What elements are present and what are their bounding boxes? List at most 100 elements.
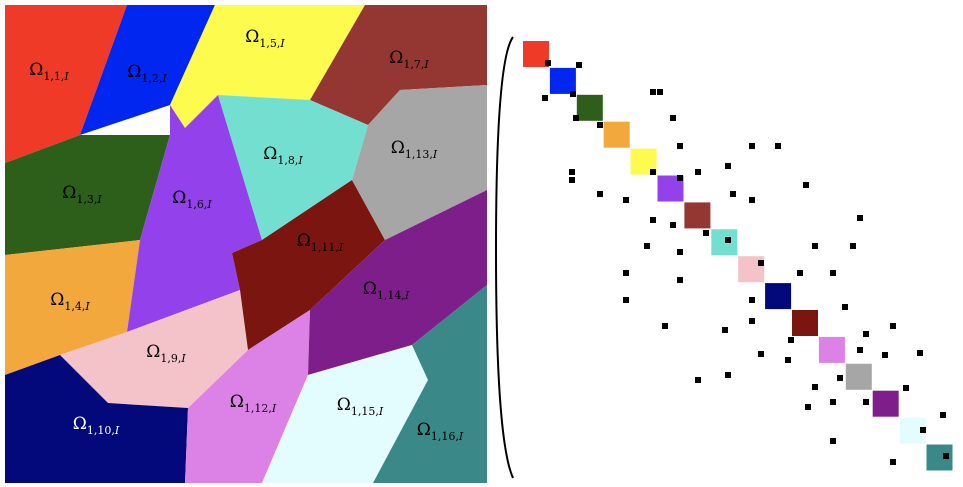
off-diagonal-entry bbox=[677, 249, 683, 255]
region-label-1-12: Ω1,12,I bbox=[230, 392, 277, 415]
region-subscript: 1,10,I bbox=[87, 424, 120, 437]
off-diagonal-entry bbox=[670, 222, 676, 228]
off-diagonal-entry bbox=[569, 169, 575, 175]
off-diagonal-entry bbox=[803, 182, 809, 188]
region-1-2 bbox=[80, 5, 215, 135]
region-label-1-2: Ω1,2,I bbox=[127, 62, 167, 85]
omega-symbol: Ω bbox=[297, 231, 311, 251]
diagonal-block-12 bbox=[818, 336, 845, 363]
region-subscript: 1,9,I bbox=[160, 352, 186, 365]
off-diagonal-entry bbox=[569, 177, 575, 183]
off-diagonal-entry bbox=[920, 427, 926, 433]
diagonal-block-7 bbox=[684, 202, 711, 229]
region-1-14 bbox=[308, 190, 487, 375]
diagonal-block-1 bbox=[523, 41, 549, 67]
region-1-6 bbox=[127, 95, 262, 332]
diagonal-block-4 bbox=[603, 121, 630, 148]
off-diagonal-entry bbox=[943, 453, 949, 459]
omega-symbol: Ω bbox=[391, 138, 405, 158]
off-diagonal-entry bbox=[890, 323, 896, 329]
region-subscript: 1,11,I bbox=[311, 241, 344, 254]
diagonal-block-14 bbox=[872, 390, 899, 417]
diagonal-block-13 bbox=[845, 363, 872, 390]
off-diagonal-entry bbox=[623, 197, 629, 203]
region-subscript: 1,2,I bbox=[141, 72, 167, 85]
omega-symbol: Ω bbox=[73, 414, 87, 434]
region-label-1-8: Ω1,8,I bbox=[263, 144, 303, 167]
region-1-10 bbox=[5, 355, 188, 483]
off-diagonal-entry bbox=[805, 404, 811, 410]
off-diagonal-entry bbox=[650, 169, 656, 175]
off-diagonal-entry bbox=[775, 143, 781, 149]
omega-symbol: Ω bbox=[245, 27, 259, 47]
off-diagonal-entry bbox=[837, 375, 843, 381]
region-label-1-15: Ω1,15,I bbox=[337, 395, 384, 418]
off-diagonal-entry bbox=[749, 143, 755, 149]
region-label-1-4: Ω1,4,I bbox=[50, 290, 90, 313]
region-subscript: 1,1,I bbox=[43, 70, 69, 83]
region-subscript: 1,16,I bbox=[431, 430, 464, 443]
off-diagonal-entry bbox=[882, 352, 888, 358]
region-label-1-13: Ω1,13,I bbox=[391, 138, 438, 161]
region-subscript: 1,8,I bbox=[277, 154, 303, 167]
off-diagonal-entry bbox=[725, 163, 731, 169]
off-diagonal-entry bbox=[623, 270, 629, 276]
region-subscript: 1,13,I bbox=[405, 148, 438, 161]
omega-symbol: Ω bbox=[172, 188, 186, 208]
region-subscript: 1,3,I bbox=[76, 193, 102, 206]
off-diagonal-entry bbox=[812, 384, 818, 390]
diagonal-block-2 bbox=[549, 67, 576, 94]
off-diagonal-entry bbox=[830, 399, 836, 405]
region-label-1-3: Ω1,3,I bbox=[62, 183, 102, 206]
region-label-1-1: Ω1,1,I bbox=[29, 60, 69, 83]
off-diagonal-entry bbox=[788, 337, 794, 343]
off-diagonal-entry bbox=[650, 89, 656, 95]
off-diagonal-entry bbox=[695, 377, 701, 383]
off-diagonal-entry bbox=[758, 351, 764, 357]
diagonal-block-10 bbox=[765, 283, 792, 310]
off-diagonal-entry bbox=[695, 169, 701, 175]
region-1-9 bbox=[60, 290, 248, 408]
region-1-4 bbox=[5, 240, 140, 375]
region-1-11 bbox=[232, 180, 385, 350]
omega-symbol: Ω bbox=[230, 392, 244, 412]
region-label-1-7: Ω1,7,I bbox=[389, 48, 429, 71]
off-diagonal-entry bbox=[650, 217, 656, 223]
off-diagonal-entry bbox=[644, 243, 650, 249]
region-subscript: 1,7,I bbox=[403, 58, 429, 71]
off-diagonal-entry bbox=[545, 60, 551, 66]
off-diagonal-entry bbox=[749, 197, 755, 203]
off-diagonal-entry bbox=[749, 318, 755, 324]
region-1-8 bbox=[218, 95, 368, 240]
off-diagonal-entry bbox=[597, 191, 603, 197]
region-1-13 bbox=[352, 85, 487, 240]
omega-symbol: Ω bbox=[363, 279, 377, 299]
off-diagonal-entry bbox=[749, 297, 755, 303]
region-1-15 bbox=[262, 345, 428, 483]
region-subscript: 1,12,I bbox=[244, 402, 277, 415]
omega-symbol: Ω bbox=[127, 62, 141, 82]
off-diagonal-entry bbox=[677, 143, 683, 149]
omega-symbol: Ω bbox=[337, 395, 351, 415]
region-1-1 bbox=[5, 5, 127, 163]
off-diagonal-entry bbox=[623, 297, 629, 303]
off-diagonal-entry bbox=[857, 215, 863, 221]
off-diagonal-entry bbox=[797, 270, 803, 276]
omega-symbol: Ω bbox=[50, 290, 64, 310]
region-label-1-16: Ω1,16,I bbox=[417, 420, 464, 443]
off-diagonal-entry bbox=[857, 347, 863, 353]
off-diagonal-entry bbox=[725, 237, 731, 243]
off-diagonal-entry bbox=[903, 385, 909, 391]
off-diagonal-entry bbox=[917, 350, 923, 356]
off-diagonal-entry bbox=[830, 270, 836, 276]
off-diagonal-entry bbox=[940, 412, 946, 418]
off-diagonal-entry bbox=[677, 277, 683, 283]
omega-symbol: Ω bbox=[62, 183, 76, 203]
region-subscript: 1,15,I bbox=[351, 405, 384, 418]
off-diagonal-entry bbox=[677, 175, 683, 181]
diagonal-block-8 bbox=[711, 229, 738, 256]
off-diagonal-entry bbox=[863, 331, 869, 337]
region-label-1-5: Ω1,5,I bbox=[245, 27, 285, 50]
